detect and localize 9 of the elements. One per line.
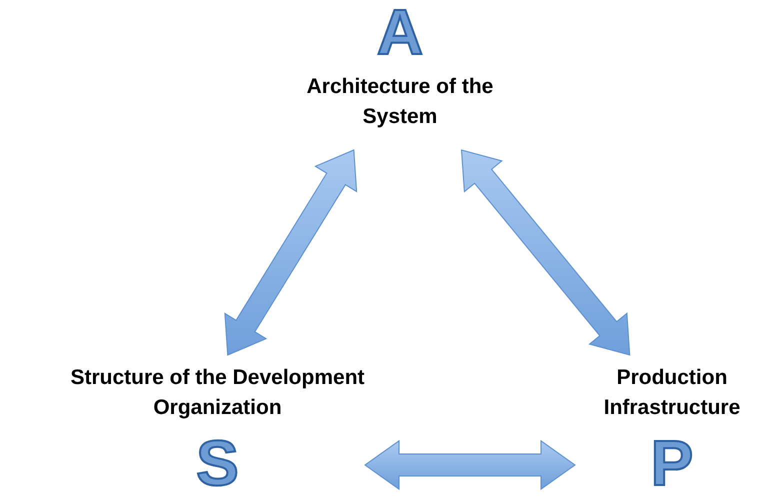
double-arrow <box>460 149 630 356</box>
big-letter: P <box>650 431 694 495</box>
double-arrow <box>364 440 576 490</box>
node-label: Production Infrastructure <box>602 365 742 421</box>
big-letter: A <box>376 0 424 64</box>
big-letter: S <box>196 431 239 495</box>
node-label: Architecture of the System <box>306 74 494 130</box>
double-arrow <box>224 149 358 356</box>
node-label: Structure of the Development Organization <box>70 365 365 421</box>
